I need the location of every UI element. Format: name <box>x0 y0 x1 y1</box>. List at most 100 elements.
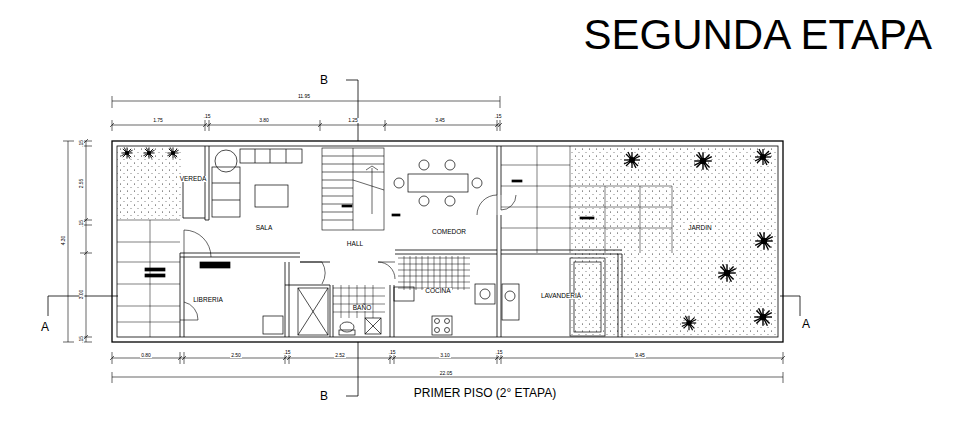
section-lines-part <box>48 296 800 316</box>
garden-fill-part <box>754 308 772 326</box>
furniture-part <box>240 149 302 163</box>
furniture-part <box>408 174 468 192</box>
furniture-part <box>445 196 455 206</box>
dimension: 2.50 <box>230 353 242 358</box>
tile-grid-part <box>117 220 180 337</box>
section-mark: B <box>319 390 329 402</box>
dimension-lines-part <box>110 123 502 127</box>
stairs-part <box>322 148 384 230</box>
furniture-part <box>580 217 594 219</box>
section-mark: A <box>40 321 50 333</box>
furniture-part <box>472 178 482 188</box>
drawing-title: SEGUNDA ETAPA <box>583 14 932 56</box>
garden-fill-part <box>682 316 696 330</box>
furniture-part <box>502 284 519 320</box>
furniture-part <box>512 180 522 182</box>
walls-part <box>285 262 330 285</box>
garden-fill <box>117 147 777 336</box>
furniture-part <box>339 330 355 335</box>
walls-part <box>180 253 300 337</box>
furniture-part <box>255 185 288 207</box>
dimension: 4.30 <box>61 234 66 246</box>
furniture-part <box>340 322 354 332</box>
furniture-part <box>475 284 495 304</box>
dimension-lines <box>63 96 785 383</box>
furniture-part <box>263 316 283 334</box>
garden-fill-part <box>755 232 773 250</box>
dimension: .15 <box>388 350 397 355</box>
walls-part <box>205 146 209 220</box>
furniture-part <box>145 268 165 271</box>
room-name: LAVANDERIA <box>540 293 582 300</box>
walls-part <box>390 250 622 337</box>
furniture-part <box>212 167 240 217</box>
furniture-part <box>480 289 490 299</box>
dimension: 2.55 <box>79 177 84 189</box>
dimension: 3.80 <box>258 118 270 123</box>
doors-part <box>501 195 516 210</box>
dimension: 3.45 <box>434 118 446 123</box>
dimension: .15 <box>203 114 212 119</box>
furniture-part <box>445 319 450 324</box>
dimension: 1.25 <box>347 118 359 123</box>
garden-fill-part <box>143 147 154 158</box>
room-name: BAÑO <box>352 305 372 312</box>
doors-part <box>378 262 395 279</box>
tile-grid-part <box>398 256 470 290</box>
dimension: .15 <box>495 350 504 355</box>
dimension: .15 <box>283 350 292 355</box>
tile-grid <box>117 146 672 337</box>
tile-grid-part <box>333 285 385 318</box>
room-name: HALL <box>346 241 364 248</box>
furniture-part <box>298 288 328 335</box>
section-lines-part <box>346 80 358 396</box>
furniture-part <box>394 287 414 301</box>
garden-fill-part <box>694 152 712 170</box>
garden-fill-part <box>117 147 183 219</box>
section-mark: B <box>319 74 329 86</box>
dimension: 0.80 <box>140 353 152 358</box>
dimension: 11.95 <box>297 94 311 99</box>
dimension: .15 <box>78 139 83 148</box>
garden-fill-part <box>624 152 640 168</box>
walls-part <box>285 262 333 337</box>
furniture-part <box>505 291 515 301</box>
furniture-part <box>445 328 450 333</box>
furniture-part <box>298 288 328 335</box>
dimension-lines-part <box>80 141 92 342</box>
dimension: 2.52 <box>334 353 346 358</box>
stairs <box>322 148 384 230</box>
room-name: JARDIN <box>687 225 712 232</box>
dimension: 3.00 <box>79 288 84 300</box>
doors <box>180 195 516 320</box>
dimension-lines-part <box>112 352 783 364</box>
dimension: 3.10 <box>439 353 451 358</box>
furniture-part <box>145 274 165 277</box>
furniture-part <box>365 318 381 334</box>
furniture <box>145 149 605 336</box>
room-name: VEREDA <box>179 176 208 183</box>
furniture-part <box>342 205 352 207</box>
room-name: LIBRERIA <box>192 297 224 304</box>
doors-part <box>300 262 325 284</box>
section-mark: A <box>801 318 811 330</box>
garden-fill-part <box>167 147 178 158</box>
doors-part <box>477 195 497 215</box>
dimension-lines-part <box>84 139 88 339</box>
drawing-caption: PRIMER PISO (2° ETAPA) <box>414 387 556 399</box>
furniture-part <box>419 160 429 170</box>
furniture-part <box>435 328 440 333</box>
stairs-part <box>322 148 384 230</box>
walls-part <box>497 146 501 337</box>
dimension: 9.45 <box>634 353 646 358</box>
furniture-part <box>419 196 429 206</box>
furniture-part <box>432 316 452 335</box>
furniture-part <box>255 149 286 163</box>
garden-fill-part <box>718 264 736 282</box>
garden-fill-part <box>755 149 771 165</box>
walls-part <box>117 146 778 337</box>
section-lines <box>48 80 800 396</box>
dimension: .15 <box>78 219 83 228</box>
dimension: .15 <box>494 114 503 119</box>
